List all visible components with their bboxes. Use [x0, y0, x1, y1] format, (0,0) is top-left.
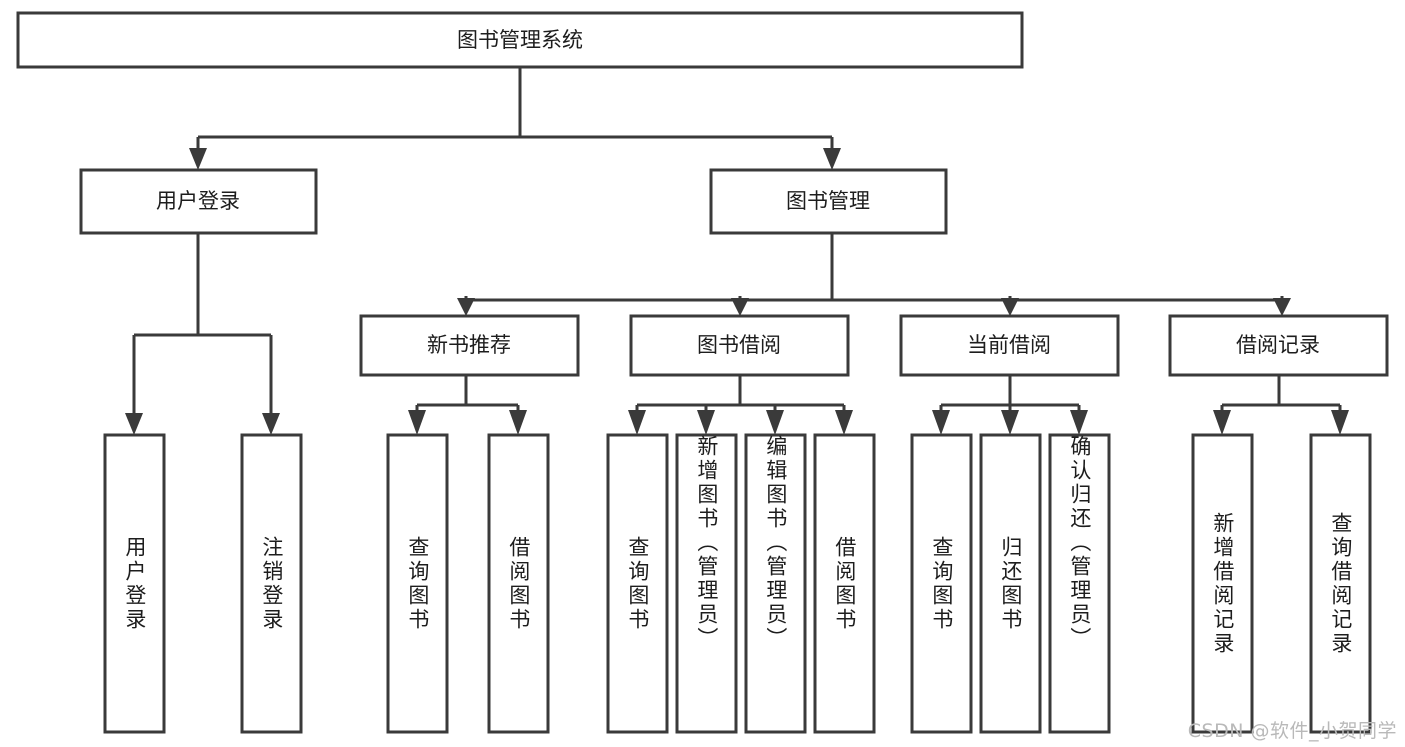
node-borrow-record-label: 借阅记录 — [1236, 333, 1320, 357]
watermark-text: CSDN @软件_小贺同学 — [1187, 720, 1397, 742]
leaf-box-current-borrow-2[interactable] — [1048, 433, 1111, 734]
node-user-login-label: 用户登录 — [156, 189, 240, 213]
node-current-borrow[interactable]: 当前借阅 — [899, 314, 1120, 377]
node-user-login[interactable]: 用户登录 — [79, 168, 318, 235]
leaf-box-user-login-1[interactable] — [240, 433, 303, 734]
connector-bookborrow-to-leaves — [628, 375, 853, 435]
node-root[interactable]: 图书管理系统 — [16, 11, 1024, 69]
node-current-borrow-label: 当前借阅 — [967, 333, 1051, 357]
leaf-box-book-borrow-3[interactable] — [813, 433, 876, 734]
leaf-box-book-borrow-1[interactable] — [675, 433, 738, 734]
leaf-box-current-borrow-0[interactable] — [910, 433, 973, 734]
leaf-box-book-borrow-0[interactable] — [606, 433, 669, 734]
connector-currentborrow-to-leaves — [932, 375, 1088, 435]
node-borrow-record[interactable]: 借阅记录 — [1168, 314, 1389, 377]
leaf-box-current-borrow-1[interactable] — [979, 433, 1042, 734]
node-new-book-recommend[interactable]: 新书推荐 — [359, 314, 580, 377]
leaf-box-user-login-0[interactable] — [103, 433, 166, 734]
node-book-borrow[interactable]: 图书借阅 — [629, 314, 850, 377]
node-book-management[interactable]: 图书管理 — [709, 168, 948, 235]
connector-root-to-level2 — [189, 67, 841, 170]
leaf-box-borrow-record-0[interactable] — [1191, 433, 1254, 734]
leaf-box-new-book-0[interactable] — [386, 433, 449, 734]
connector-bookmgmt-to-level3 — [457, 233, 1291, 316]
node-book-borrow-label: 图书借阅 — [697, 333, 781, 357]
leaf-box-book-borrow-2[interactable] — [744, 433, 807, 734]
node-root-label: 图书管理系统 — [457, 28, 583, 52]
connector-newbook-to-leaves — [408, 375, 527, 435]
connector-borrowrecord-to-leaves — [1213, 375, 1349, 435]
leaf-box-new-book-1[interactable] — [487, 433, 550, 734]
leaf-box-borrow-record-1[interactable] — [1309, 433, 1372, 734]
node-new-book-recommend-label: 新书推荐 — [427, 333, 511, 357]
node-book-management-label: 图书管理 — [786, 189, 870, 213]
connector-userlogin-to-leaves — [125, 233, 280, 435]
